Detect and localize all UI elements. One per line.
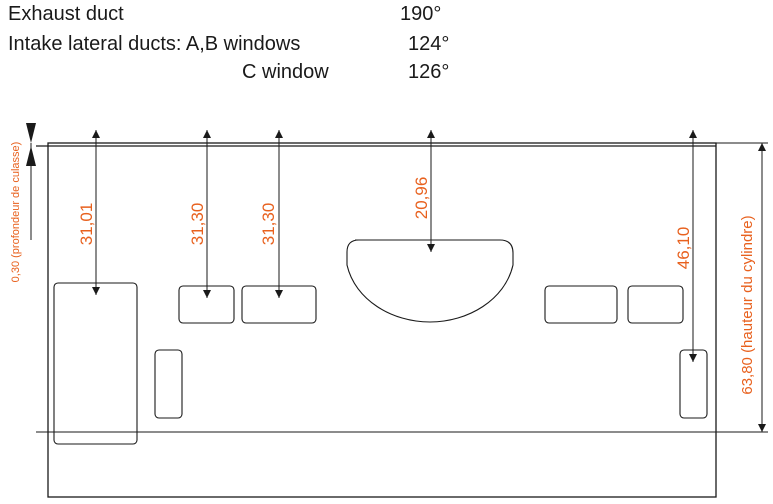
cylinder-outline (47, 142, 717, 498)
spec-value-exhaust: 190° (400, 3, 442, 25)
lower-port-left (154, 349, 183, 419)
dim-label-1: 31,01 (77, 203, 96, 246)
window-e (627, 285, 684, 324)
head-depth-arrow-bottom (26, 146, 36, 166)
head-depth-label: 0,30 (profondeur de culasse) (10, 142, 22, 283)
exhaust-port (53, 282, 138, 445)
spec-label-exhaust: Exhaust duct (8, 3, 124, 25)
dim-label-3: 31,30 (259, 203, 278, 246)
spec-value-intake-ab: 124° (408, 33, 450, 55)
window-c (346, 239, 514, 323)
dim-label-5: 46,10 (674, 227, 693, 270)
dim-label-4: 20,96 (412, 177, 431, 220)
cylinder-height-label: 63,80 (hauteur du cylindre) (739, 215, 756, 394)
spec-label-c-window: C window (242, 61, 329, 83)
dim-label-2: 31,30 (188, 203, 207, 246)
head-depth-arrow-top (26, 123, 36, 143)
window-d (544, 285, 618, 324)
spec-value-c-window: 126° (408, 61, 450, 83)
spec-label-intake-ab: Intake lateral ducts: A,B windows (8, 33, 301, 55)
